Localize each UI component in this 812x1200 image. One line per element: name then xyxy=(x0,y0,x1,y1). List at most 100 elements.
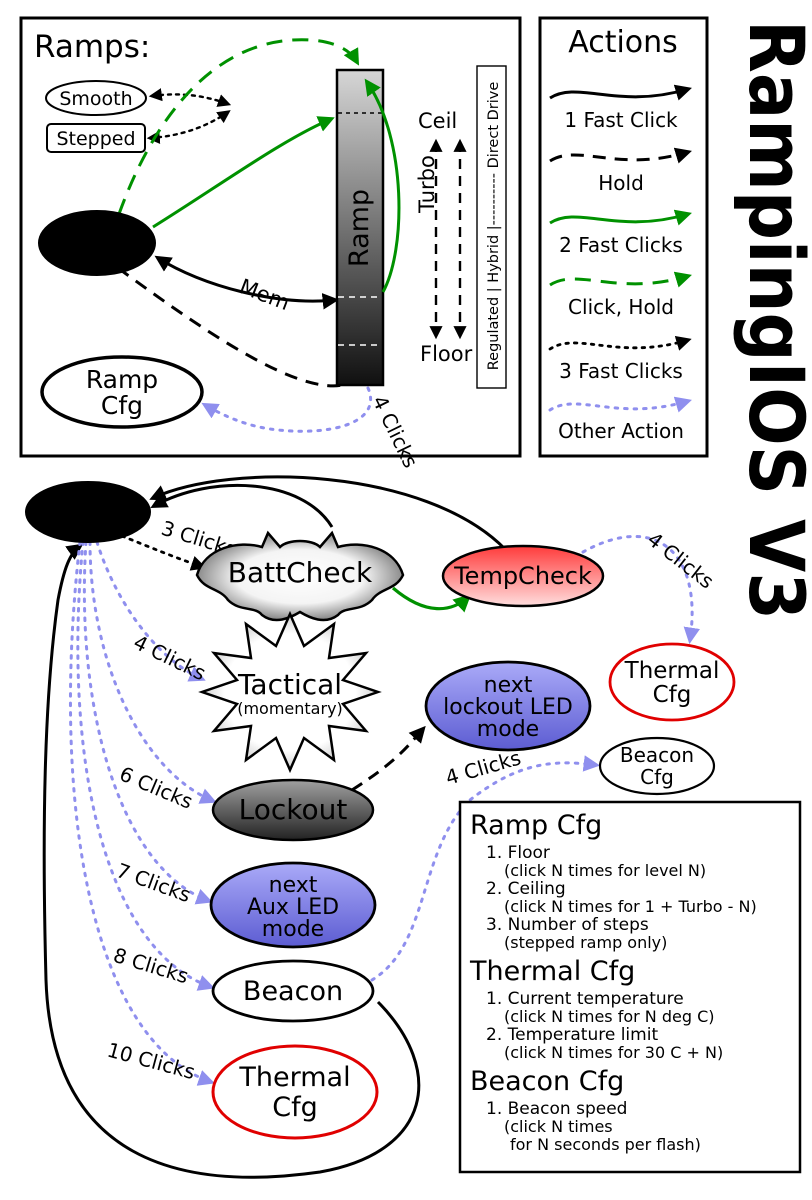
info-thermal-item-2: 2. Temperature limit xyxy=(486,1025,658,1045)
ramp-bar xyxy=(335,68,385,387)
info-thermal-note-1: (click N times for N deg C) xyxy=(504,1007,715,1026)
smooth-node xyxy=(45,80,147,116)
info-beacon-title: Beacon Cfg xyxy=(470,1066,624,1097)
actions-panel: Actions 1 Fast Click Hold 2 Fast Clicks … xyxy=(538,16,709,458)
label-4-clicks-thermal: 4 Clicks xyxy=(643,527,719,593)
thermal-cfg-bottom-label-2: Cfg xyxy=(272,1092,318,1123)
label-8-clicks: 8 Clicks xyxy=(111,943,192,989)
ramps-panel: Ramps: Smooth Stepped Mem OFF Ramp Turbo… xyxy=(19,16,522,472)
edge-ramp-cfg-4clicks xyxy=(201,386,372,433)
info-ramp-note-2: (click N times for 1 + Turbo - N) xyxy=(504,897,757,916)
edge-mem xyxy=(154,255,340,310)
config-info-box: Ramp Cfg 1. Floor (click N times for lev… xyxy=(458,800,802,1174)
edge-smooth-toggle xyxy=(148,88,232,107)
edge-lockout-to-next-lockout-led xyxy=(351,725,426,792)
state-lockout xyxy=(211,778,375,842)
info-beacon-note-1: (click N times xyxy=(504,1117,613,1136)
state-battcheck-label: BattCheck xyxy=(228,556,373,589)
edge-battcheck-to-tempcheck xyxy=(391,586,472,613)
edge-off-turbo-clickhold xyxy=(117,38,360,215)
legend-arrow-hold xyxy=(549,147,692,164)
beacon-cfg-label-2: Cfg xyxy=(640,765,674,789)
state-off-label: OFF xyxy=(57,496,119,529)
state-off-ramps xyxy=(38,210,156,276)
legend-arrow-click-hold xyxy=(549,271,692,288)
page-title: RampingIOS V3 xyxy=(732,20,812,620)
state-tactical-note: (momentary) xyxy=(237,699,343,718)
label-7-clicks: 7 Clicks xyxy=(113,858,194,907)
stepped-label: Stepped xyxy=(56,128,135,150)
state-off xyxy=(25,481,151,543)
state-thermal-cfg-right xyxy=(608,642,736,722)
ramp-cfg-node xyxy=(40,355,204,429)
legend-label-1-fast-click: 1 Fast Click xyxy=(564,108,678,132)
legend-label-2-fast-clicks: 2 Fast Clicks xyxy=(559,233,683,257)
edge-tempcheck-to-thermal-cfg xyxy=(581,535,700,645)
thermal-cfg-right-label-2: Cfg xyxy=(653,682,692,708)
edge-return-to-off xyxy=(42,543,421,1179)
next-lockout-label-2: lockout LED xyxy=(443,695,573,720)
edge-stepped-toggle xyxy=(146,110,231,144)
legend-label-other-action: Other Action xyxy=(558,419,684,443)
legend-label-hold: Hold xyxy=(598,171,644,195)
drive-axis-label: Regulated | Hybrid |---------- Direct Dr… xyxy=(486,82,502,371)
info-beacon-note-2: for N seconds per flash) xyxy=(510,1135,701,1154)
state-thermal-cfg-bottom xyxy=(211,1044,379,1140)
info-ramp-item-2: 2. Ceiling xyxy=(486,879,566,899)
state-off-ramps-label: OFF xyxy=(66,227,128,260)
state-beacon-cfg xyxy=(598,736,716,796)
state-tempcheck-label: TempCheck xyxy=(453,562,592,590)
label-6-clicks: 6 Clicks xyxy=(116,762,196,814)
edge-off-to-thermal-cfg xyxy=(69,540,215,1086)
next-aux-label-1: next xyxy=(269,873,318,898)
state-beacon-label: Beacon xyxy=(243,976,343,1007)
state-next-aux-led xyxy=(209,861,377,949)
state-lockout-label: Lockout xyxy=(239,793,348,826)
info-thermal-note-2: (click N times for 30 C + N) xyxy=(504,1043,723,1062)
config-info-box-border xyxy=(458,800,802,1174)
edge-off-to-battcheck xyxy=(120,534,207,571)
next-lockout-label-1: next xyxy=(484,673,533,698)
edge-off-ceil xyxy=(152,116,335,229)
state-next-lockout-led xyxy=(424,660,592,752)
beacon-cfg-label-1: Beacon xyxy=(620,743,694,767)
legend-arrow-other-action xyxy=(548,396,692,413)
ramp-bar-label: Ramp xyxy=(344,189,375,267)
legend-label-click-hold: Click, Hold xyxy=(568,295,674,319)
next-aux-label-2: Aux LED xyxy=(247,895,339,920)
info-ramp-note-3: (stepped ramp only) xyxy=(504,933,667,952)
edge-off-to-lockout xyxy=(88,540,217,804)
state-tempcheck xyxy=(441,544,605,608)
thermal-cfg-right-label-1: Thermal xyxy=(624,658,720,684)
state-beacon xyxy=(211,959,375,1023)
legend-arrow-3-fast-clicks xyxy=(548,335,692,351)
ceil-label: Ceil xyxy=(418,109,457,133)
drive-axis-box xyxy=(476,65,507,389)
label-10-clicks: 10 Clicks xyxy=(105,1038,198,1084)
info-thermal-item-1: 1. Current temperature xyxy=(486,989,684,1009)
info-thermal-title: Thermal Cfg xyxy=(469,956,635,987)
edge-tempcheck-to-off xyxy=(149,475,507,551)
edge-off-to-tactical xyxy=(95,540,206,682)
label-4-clicks: 4 Clicks xyxy=(130,630,210,685)
ramp-cfg-label-1: Ramp xyxy=(86,365,158,394)
next-aux-label-3: mode xyxy=(262,917,324,942)
info-ramp-item-1: 1. Floor xyxy=(486,843,550,863)
ramps-heading: Ramps: xyxy=(34,29,150,65)
floor-label: Floor xyxy=(420,342,473,366)
label-4-clicks-beacon: 4 Clicks xyxy=(443,745,524,789)
next-lockout-label-3: mode xyxy=(477,717,539,742)
info-ramp-title: Ramp Cfg xyxy=(470,810,602,841)
info-ramp-item-3: 3. Number of steps xyxy=(486,915,649,935)
thermal-cfg-bottom-label-1: Thermal xyxy=(238,1062,350,1093)
smooth-label: Smooth xyxy=(59,88,132,110)
edge-battcheck-to-off xyxy=(150,483,334,528)
legend-arrow-2-fast-clicks xyxy=(549,209,692,226)
edge-off-to-next-aux xyxy=(82,540,213,905)
edge-off-to-beacon xyxy=(76,540,215,991)
legend-arrow-1-fast-click xyxy=(549,84,692,101)
ramp-cfg-label-2: Cfg xyxy=(101,391,143,420)
legend-label-3-fast-clicks: 3 Fast Clicks xyxy=(559,359,683,383)
